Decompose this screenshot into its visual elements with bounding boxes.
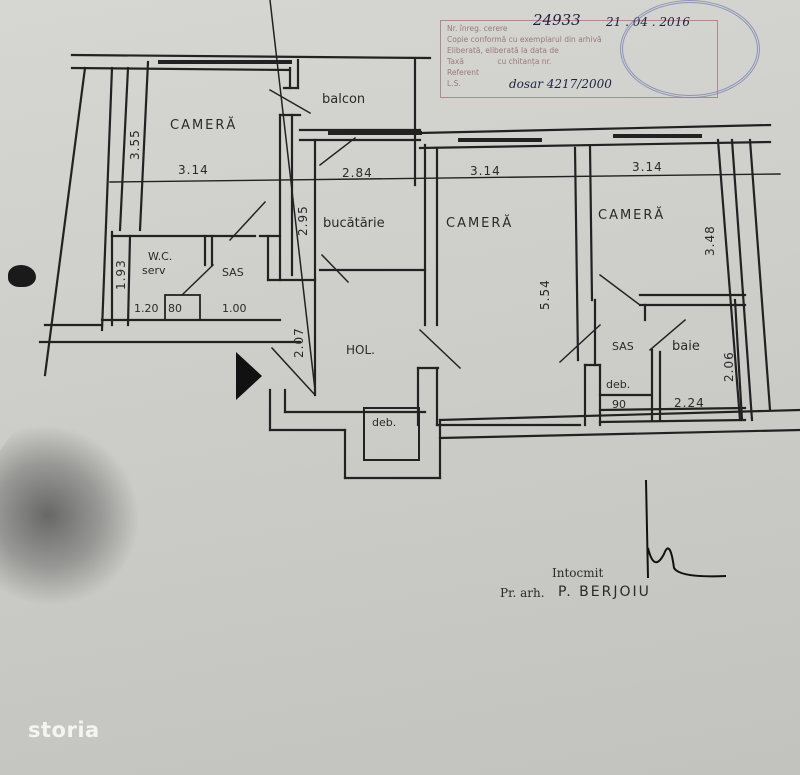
room-label-bucatarie: bucătărie — [323, 216, 385, 231]
dim-wc-height: 1.93 — [114, 259, 128, 290]
room-label-deb-hall: deb. — [372, 416, 397, 429]
room-label-camera-1: CAMERĂ — [170, 118, 238, 133]
room-label-hol: HOL. — [346, 343, 375, 357]
dim-deb-width: 90 — [612, 398, 626, 411]
ink-blot — [8, 265, 36, 287]
author-name: P. BERJOIU — [558, 584, 651, 600]
room-label-camera-2: CAMERĂ — [446, 216, 514, 231]
signature-label: Intocmit — [552, 566, 604, 580]
stamp-line-2: Copie conformă cu exemplarul din arhivă — [447, 35, 602, 44]
storia-watermark: storia — [28, 718, 100, 742]
official-seal — [620, 0, 760, 98]
stamp-line-1: Nr. înreg. cerere — [447, 24, 508, 33]
dim-camera3-width: 3.14 — [632, 160, 663, 174]
dim-camera1-height: 3.55 — [128, 129, 142, 160]
dim-camera3-height: 3.48 — [703, 225, 717, 256]
author-prefix: Pr. arh. — [500, 586, 545, 600]
room-label-camera-3: CAMERĂ — [598, 208, 666, 223]
stamp-line-3: Eliberată, eliberată la data de — [447, 46, 559, 55]
room-label-balcon: balcon — [322, 92, 366, 107]
room-label-wc-serv: serv — [142, 264, 166, 277]
dim-camera1-width: 3.14 — [178, 163, 209, 177]
room-label-deb-baie: deb. — [606, 378, 631, 391]
stamp-line-4: Taxă cu chitanța nr. — [447, 57, 552, 66]
stamp-line-5: Referent — [447, 68, 479, 77]
dim-baie-height: 2.06 — [722, 351, 736, 382]
dim-wc-w2: 80 — [168, 302, 182, 315]
dim-sas-width: 1.00 — [222, 302, 247, 315]
stamp-number: 24933 — [533, 11, 581, 29]
room-label-baie: baie — [672, 339, 700, 354]
handwritten-signature — [645, 479, 727, 579]
dim-camera2-height: 5.54 — [538, 279, 552, 310]
entrance-arrow-icon — [236, 352, 262, 400]
stamp-line-6: L.S. — [447, 79, 461, 88]
room-label-sas-1: SAS — [222, 266, 244, 279]
dim-hol-height: 2.07 — [292, 327, 306, 358]
dim-bucatarie-width: 2.84 — [342, 166, 373, 180]
room-label-sas-2: SAS — [612, 340, 634, 353]
dim-bucatarie-height: 2.95 — [296, 205, 310, 236]
stamp-dosar: dosar 4217/2000 — [509, 77, 612, 91]
dim-wc-w1: 1.20 — [134, 302, 159, 315]
dim-camera2-width: 3.14 — [470, 164, 501, 178]
room-label-wc: W.C. — [148, 250, 173, 263]
dim-baie-width: 2.24 — [674, 396, 705, 410]
